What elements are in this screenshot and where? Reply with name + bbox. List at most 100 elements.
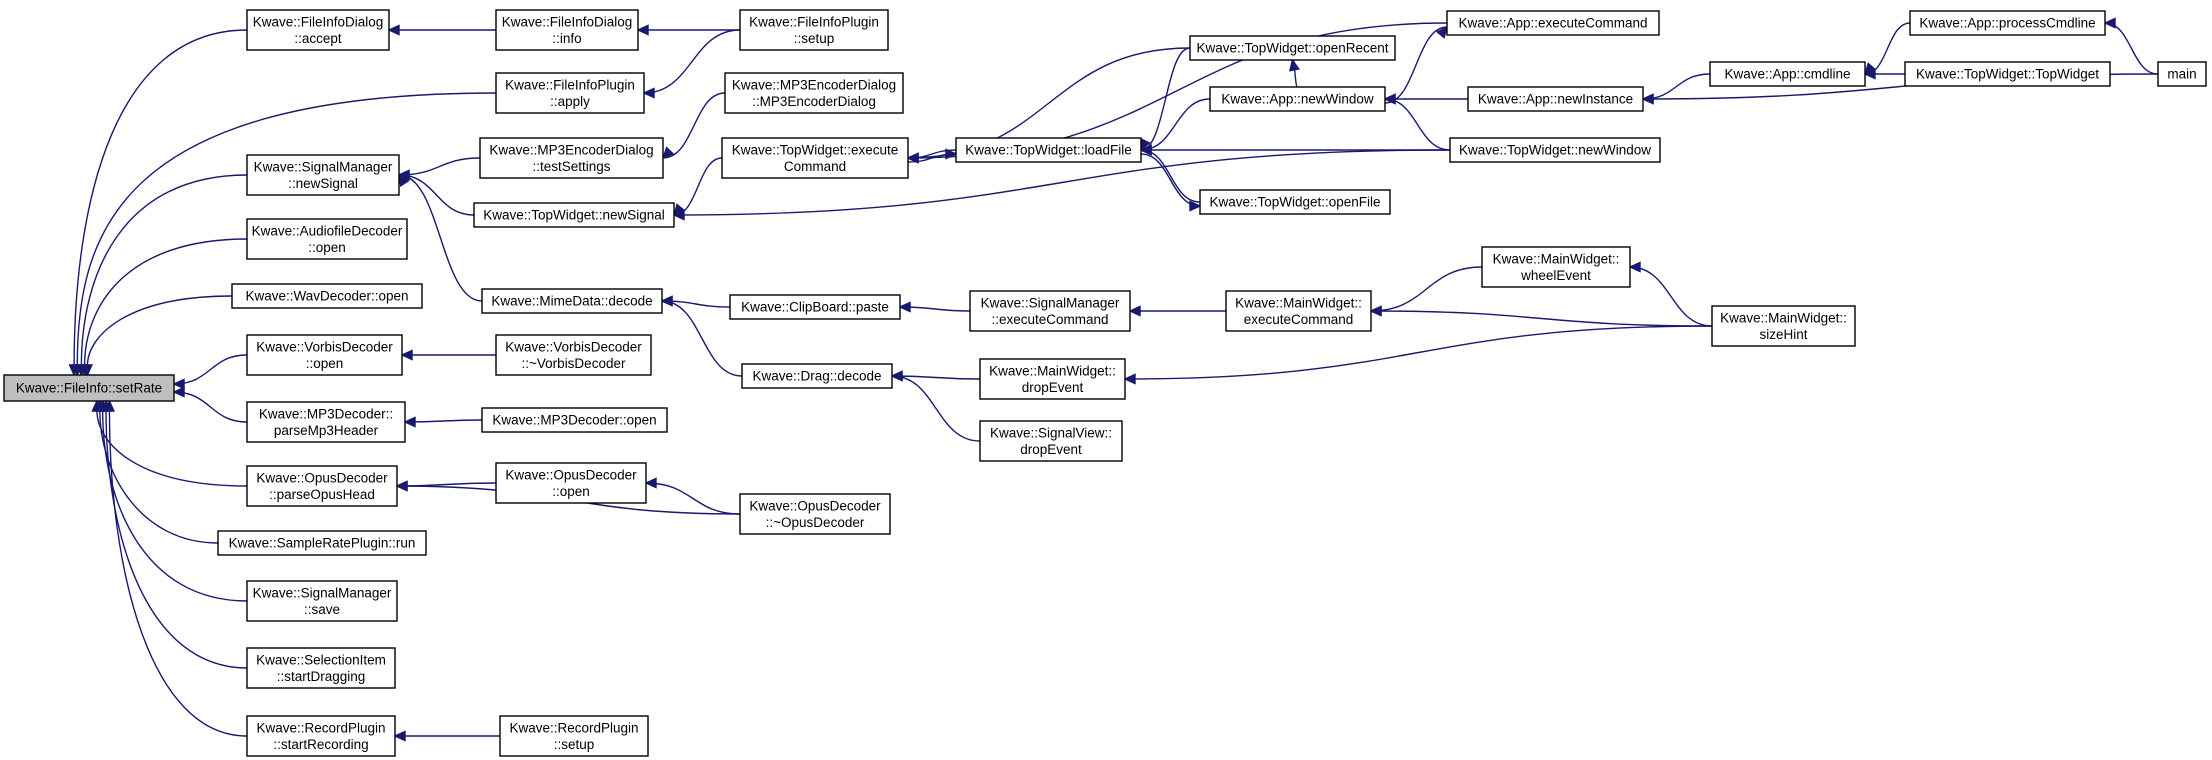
node-mime-decode[interactable]: Kwave::MimeData::decode [481, 288, 663, 314]
node-vorbis-open[interactable]: Kwave::VorbisDecoder::open [246, 334, 403, 376]
node-tw-loadfile[interactable]: Kwave::TopWidget::loadFile [955, 137, 1142, 163]
edge-line [83, 238, 248, 367]
node-label: ::executeCommand [991, 312, 1108, 327]
node-root[interactable]: Kwave::FileInfo::setRate [3, 374, 175, 402]
node-fidlg-info[interactable]: Kwave::FileInfoDialog::info [495, 9, 639, 51]
node-box [979, 358, 1126, 400]
node-fiplugin-setup[interactable]: Kwave::FileInfoPlugin::setup [739, 9, 889, 51]
node-tw-openfile[interactable]: Kwave::TopWidget::openFile [1199, 189, 1391, 215]
node-label: Kwave::TopWidget::openRecent [1196, 41, 1388, 56]
node-app-cmdline[interactable]: Kwave::App::cmdline [1709, 61, 1866, 87]
arrow-head-icon [395, 480, 408, 492]
node-mp3-parse[interactable]: Kwave::MP3Decoder::parseMp3Header [246, 401, 406, 443]
call-edge [2103, 17, 2159, 75]
node-label: Kwave::FileInfoPlugin [749, 14, 879, 29]
node-box [246, 334, 403, 376]
node-label: Kwave::FileInfoDialog [253, 14, 384, 29]
node-sm-save[interactable]: Kwave::SignalManager::save [246, 580, 398, 622]
node-srplugin-run[interactable]: Kwave::SampleRatePlugin::run [217, 530, 427, 556]
node-label: ::setup [554, 737, 595, 752]
node-box [246, 154, 400, 196]
node-label: ::setup [794, 31, 835, 46]
node-sm-newsignal[interactable]: Kwave::SignalManager::newSignal [246, 154, 400, 196]
node-mw-wheel[interactable]: Kwave::MainWidget::wheelEvent [1481, 246, 1631, 288]
node-mp3-open[interactable]: Kwave::MP3Decoder::open [481, 407, 668, 433]
call-edge [68, 29, 248, 377]
node-afdec-open[interactable]: Kwave::AudiofileDecoder::open [246, 218, 408, 260]
node-mw-sizehint[interactable]: Kwave::MainWidget::sizeHint [1711, 305, 1856, 347]
node-box [1904, 61, 2111, 87]
node-label: dropEvent [1020, 442, 1082, 457]
node-label: Kwave::SignalManager [253, 585, 392, 600]
arrow-head-icon [906, 152, 919, 164]
node-box [739, 493, 891, 535]
node-box [495, 462, 647, 504]
node-label: Kwave::VorbisDecoder [256, 339, 393, 354]
node-rec-start[interactable]: Kwave::RecordPlugin::startRecording [246, 715, 396, 757]
call-edge [642, 29, 741, 99]
node-box [499, 715, 649, 757]
node-wavdec-open[interactable]: Kwave::WavDecoder::open [231, 283, 423, 309]
node-opus-open[interactable]: Kwave::OpusDecoder::open [495, 462, 647, 504]
node-mp3dlg-test[interactable]: Kwave::MP3EncoderDialog::testSettings [479, 137, 664, 179]
node-mw-drop[interactable]: Kwave::MainWidget::dropEvent [979, 358, 1126, 400]
node-clip-paste[interactable]: Kwave::ClipBoard::paste [729, 294, 901, 320]
arrow-head-icon [400, 349, 413, 361]
node-label: Kwave::SignalManager [254, 159, 393, 174]
call-edge [1128, 305, 1226, 317]
node-label: main [2167, 67, 2196, 82]
call-edge [78, 238, 248, 377]
edge-line [645, 482, 741, 515]
arrow-head-icon [2103, 17, 2116, 29]
node-tw-execcmd[interactable]: Kwave::TopWidget::executeCommand [721, 137, 909, 179]
node-app-newwindow[interactable]: Kwave::App::newWindow [1209, 86, 1386, 112]
node-tw-openrecent[interactable]: Kwave::TopWidget::openRecent [1189, 35, 1396, 61]
node-label: Kwave::MP3EncoderDialog [732, 77, 896, 92]
node-main[interactable]: main [2157, 61, 2207, 87]
node-mp3dlg-ctor[interactable]: Kwave::MP3EncoderDialog::MP3EncoderDialo… [724, 72, 904, 114]
node-label: Kwave::MimeData::decode [491, 294, 652, 309]
call-edge [898, 301, 971, 313]
node-sel-drag[interactable]: Kwave::SelectionItem::startDragging [246, 647, 396, 689]
node-box [481, 288, 663, 314]
node-tw-newwindow[interactable]: Kwave::TopWidget::newWindow [1449, 137, 1661, 163]
node-label: Kwave::MainWidget:: [989, 363, 1116, 378]
node-app-processcmd[interactable]: Kwave::App::processCmdline [1909, 10, 2106, 36]
node-tw-ctor[interactable]: Kwave::TopWidget::TopWidget [1904, 61, 2111, 87]
node-rec-setup[interactable]: Kwave::RecordPlugin::setup [499, 715, 649, 757]
node-fidlg-accept[interactable]: Kwave::FileInfoDialog::accept [246, 9, 390, 51]
node-sm-execcmd[interactable]: Kwave::SignalManager::executeCommand [969, 290, 1131, 332]
node-box [246, 465, 398, 507]
node-drag-decode[interactable]: Kwave::Drag::decode [741, 363, 893, 389]
node-opus-dtor[interactable]: Kwave::OpusDecoder::~OpusDecoder [739, 493, 891, 535]
edge-line [1370, 310, 1713, 327]
edge-line [404, 419, 483, 423]
node-label: Kwave::MP3Decoder:: [259, 406, 393, 421]
call-edge [387, 24, 496, 36]
call-edge [397, 169, 475, 216]
node-label: Kwave::SignalManager [981, 295, 1120, 310]
node-fiplugin-apply[interactable]: Kwave::FileInfoPlugin::apply [495, 72, 645, 114]
node-app-execcmd[interactable]: Kwave::App::executeCommand [1446, 10, 1660, 36]
call-edge [97, 399, 248, 602]
call-edge [400, 349, 496, 361]
node-mw-execcmd[interactable]: Kwave::MainWidget::executeCommand [1225, 290, 1372, 332]
call-edge [398, 173, 483, 302]
arrow-head-icon [172, 386, 185, 398]
arrow-head-icon [393, 730, 406, 742]
node-box [955, 137, 1142, 163]
edge-line [1629, 266, 1713, 327]
arrow-head-icon [945, 148, 958, 160]
node-label: Kwave::App::newWindow [1221, 92, 1374, 107]
node-label: executeCommand [1244, 312, 1354, 327]
node-box [481, 407, 668, 433]
node-vorbis-dtor[interactable]: Kwave::VorbisDecoder::~VorbisDecoder [495, 334, 652, 376]
node-box [473, 202, 675, 228]
edge-line [891, 375, 981, 380]
node-opus-parse[interactable]: Kwave::OpusDecoder::parseOpusHead [246, 465, 398, 507]
node-tw-newsignal[interactable]: Kwave::TopWidget::newSignal [473, 202, 675, 228]
node-label: Kwave::TopWidget::loadFile [965, 143, 1132, 158]
node-box [1446, 10, 1660, 36]
node-sv-drop[interactable]: Kwave::SignalView::dropEvent [979, 420, 1123, 462]
node-app-newinstance[interactable]: Kwave::App::newInstance [1467, 86, 1644, 112]
